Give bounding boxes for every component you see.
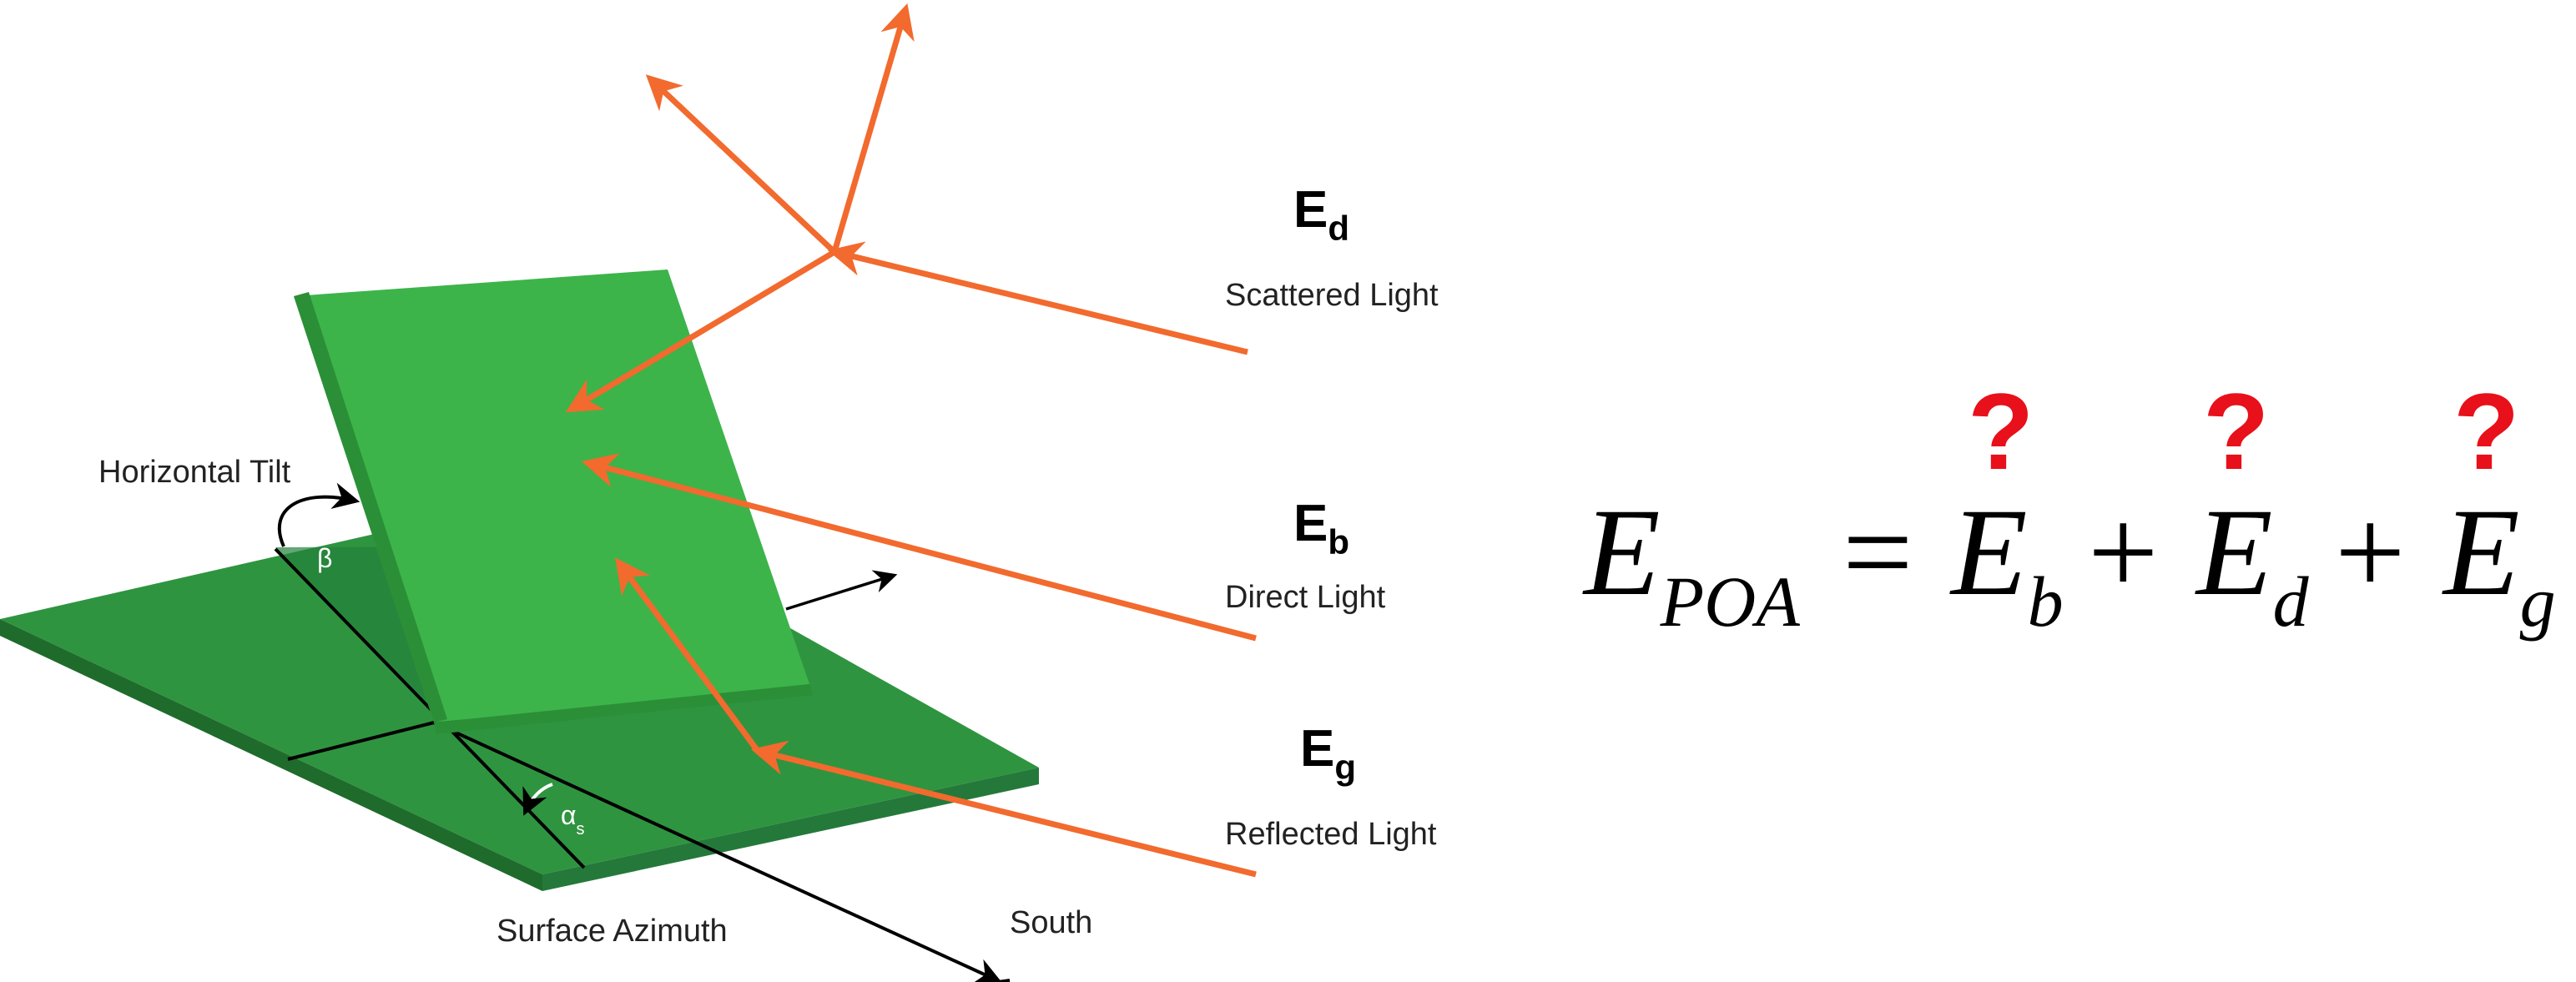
question-mark-g: ? <box>2453 370 2519 492</box>
surface-azimuth-label: Surface Azimuth <box>497 914 728 949</box>
reflected-to-panel-ray <box>615 557 760 753</box>
scattered-light-caption: Scattered Light <box>1225 278 1439 313</box>
component-label-reflected: Eg Reflected Light <box>1225 720 1437 852</box>
equation-plus-1: + <box>2088 483 2159 622</box>
panel-normal-arrow <box>785 570 898 611</box>
reflected-light-caption: Reflected Light <box>1225 817 1437 852</box>
equation-equals: = <box>1843 483 1913 622</box>
direct-light-caption: Direct Light <box>1225 580 1386 615</box>
reflected-incoming-ray <box>750 740 1257 878</box>
component-label-direct: Eb Direct Light <box>1225 495 1386 615</box>
equation-term-d: Ed <box>2195 483 2310 642</box>
scattered-incoming-ray <box>827 241 1248 355</box>
beta-symbol: β <box>317 543 332 573</box>
tilt-angle-arc <box>277 482 360 547</box>
eg-symbol: Eg <box>1300 720 1356 787</box>
scatter-up-ray <box>831 3 915 253</box>
scatter-to-panel-ray <box>565 249 836 413</box>
eb-symbol: Eb <box>1293 495 1349 562</box>
equation-plus-2: + <box>2335 483 2406 622</box>
light-rays <box>565 3 1257 878</box>
azimuth-angle-arc <box>522 783 553 816</box>
horizontal-tilt-label: Horizontal Tilt <box>98 455 291 490</box>
south-label: South <box>1010 905 1092 940</box>
equation-term-b: Eb <box>1949 483 2064 642</box>
direct-ray <box>581 453 1257 642</box>
component-label-scattered: Ed Scattered Light <box>1225 181 1439 313</box>
south-base-mark <box>986 979 1011 982</box>
alpha-symbol: αs <box>561 800 585 838</box>
poa-equation: EPOA = Eb + Ed + Eg ? ? ? <box>1582 370 2556 642</box>
ed-symbol: Ed <box>1293 181 1349 248</box>
equation-lhs: EPOA <box>1582 483 1800 642</box>
question-mark-d: ? <box>2203 370 2269 492</box>
question-mark-b: ? <box>1968 370 2034 492</box>
scatter-left-ray <box>645 74 837 254</box>
equation-term-g: Eg <box>2442 483 2556 642</box>
